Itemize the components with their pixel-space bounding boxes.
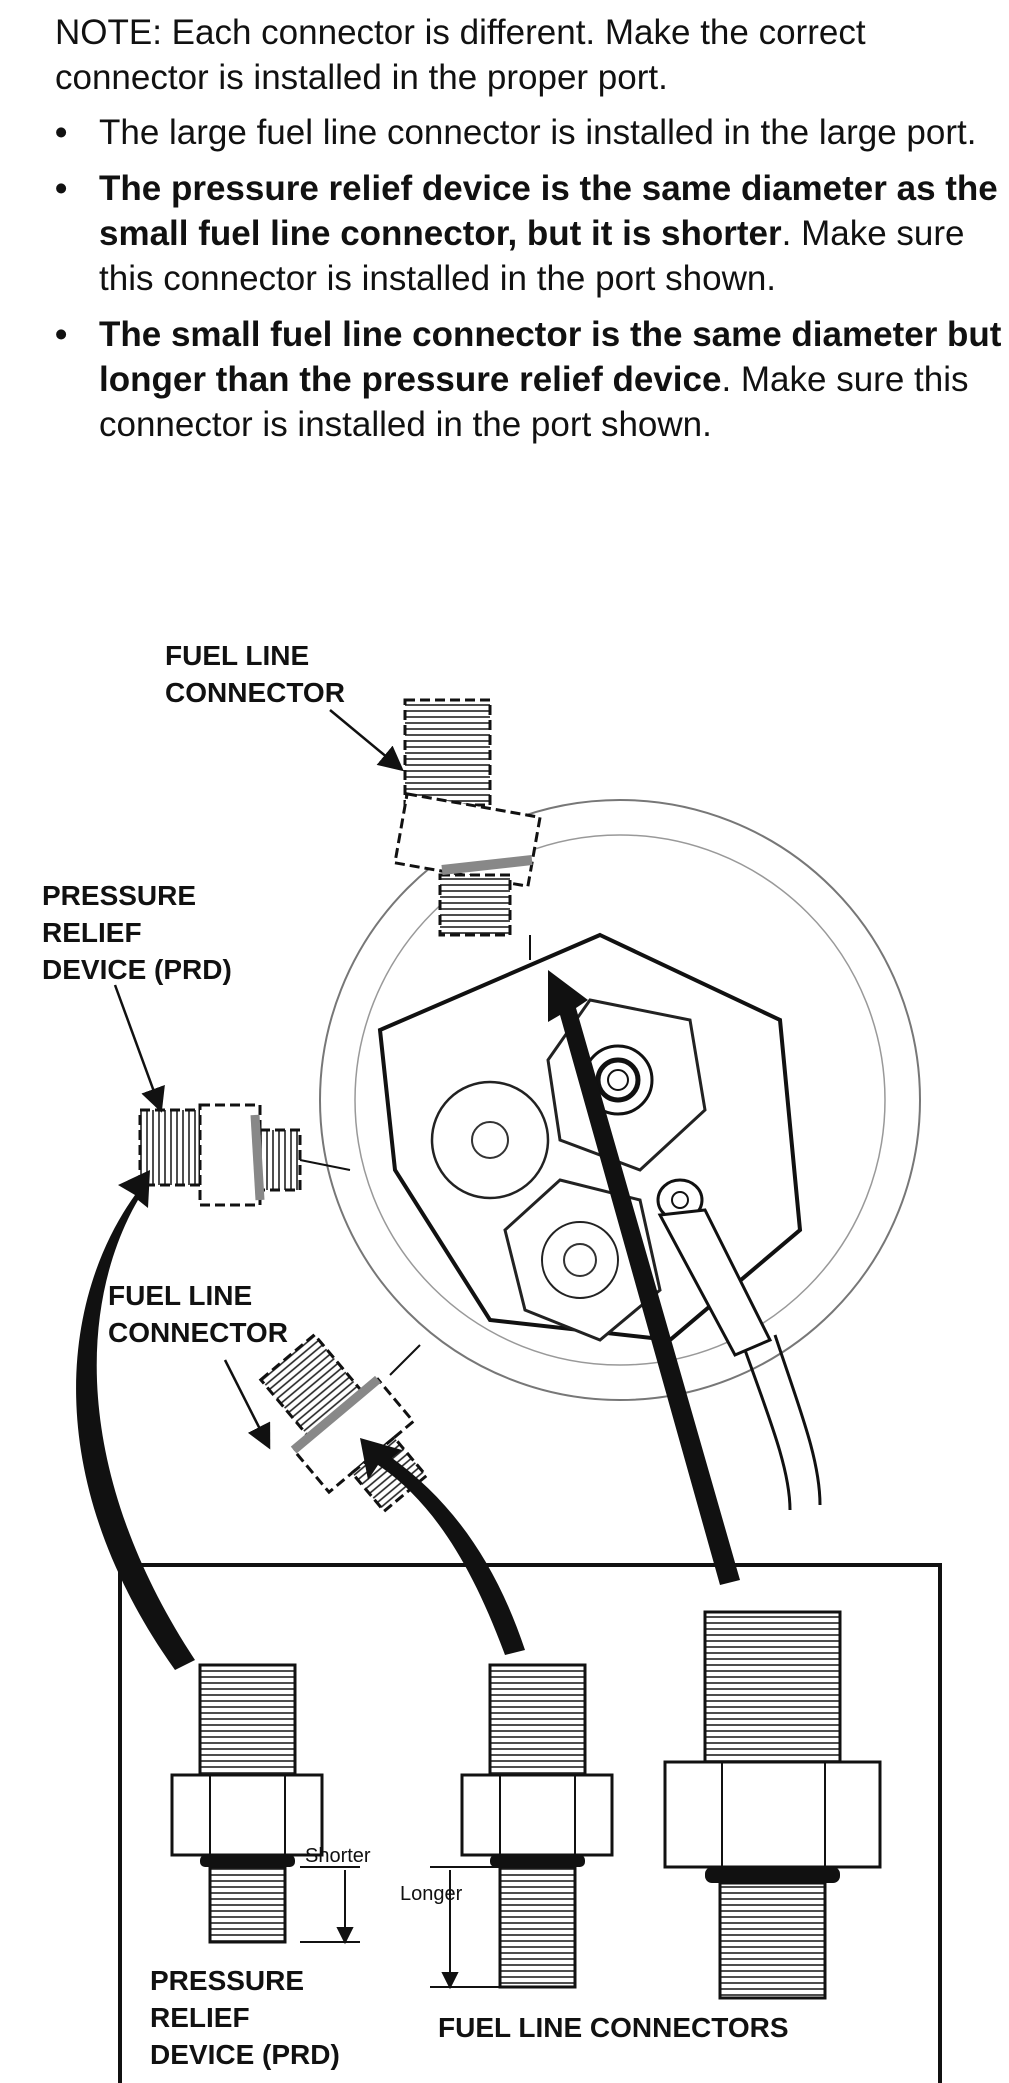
mounted-fuel-line-connector [258, 1332, 429, 1514]
bullet-bold: The pressure relief device is the same d… [99, 169, 998, 253]
install-arrows [76, 970, 740, 1670]
leader-arrows [113, 709, 404, 1450]
top-fuel-line-connector [393, 698, 542, 960]
label-fuel-line-mid-2: CONNECTOR [108, 1317, 288, 1348]
valve-body [377, 932, 822, 1511]
label-fuel-line-top-2: CONNECTOR [165, 677, 345, 708]
bullet-text: . Make sure this connector is installed … [99, 214, 965, 298]
inset-frame [118, 1563, 942, 2083]
label-inset-prd-2: RELIEF [150, 2002, 250, 2033]
label-prd-2: RELIEF [42, 917, 142, 948]
bullet-item: • The small fuel line connector is the sa… [55, 312, 1005, 447]
label-prd-1: PRESSURE [42, 880, 196, 911]
inset-small-fuel-connector [460, 1663, 614, 1989]
dimension-longer [430, 1866, 500, 1990]
inset-large-fuel-connector [663, 1610, 882, 2000]
label-shorter: Shorter [305, 1845, 371, 1867]
tank-ring [319, 799, 921, 1401]
label-inset-fuel-connectors: FUEL LINE CONNECTORS [438, 2012, 789, 2043]
label-fuel-line-top-1: FUEL LINE [165, 640, 309, 671]
bullet-item: • The pressure relief device is the same … [55, 166, 1005, 301]
label-longer: Longer [400, 1883, 463, 1905]
label-prd-3: DEVICE (PRD) [42, 954, 232, 985]
bullet-dot: • [55, 315, 68, 354]
mounted-prd [138, 1103, 351, 1207]
label-inset-prd-1: PRESSURE [150, 1965, 304, 1996]
bullet-dot: • [55, 113, 68, 152]
dimension-shorter [300, 1866, 360, 1945]
bullet-text: The large fuel line connector is install… [99, 113, 977, 152]
bullet-item: • The large fuel line connector is instal… [55, 110, 1005, 155]
bullet-list: • The large fuel line connector is instal… [55, 110, 1005, 447]
note-text: NOTE: Each connector is different. Make … [55, 13, 866, 97]
label-fuel-line-mid-1: FUEL LINE [108, 1280, 252, 1311]
label-inset-prd-3: DEVICE (PRD) [150, 2039, 340, 2070]
bullet-text: . Make sure this connector is installed … [99, 360, 969, 444]
bullet-dot: • [55, 169, 68, 208]
instruction-text: NOTE: Each connector is different. Make … [55, 10, 1005, 458]
inset-prd [170, 1663, 324, 1944]
bullet-bold: The small fuel line connector is the sam… [99, 315, 1002, 399]
